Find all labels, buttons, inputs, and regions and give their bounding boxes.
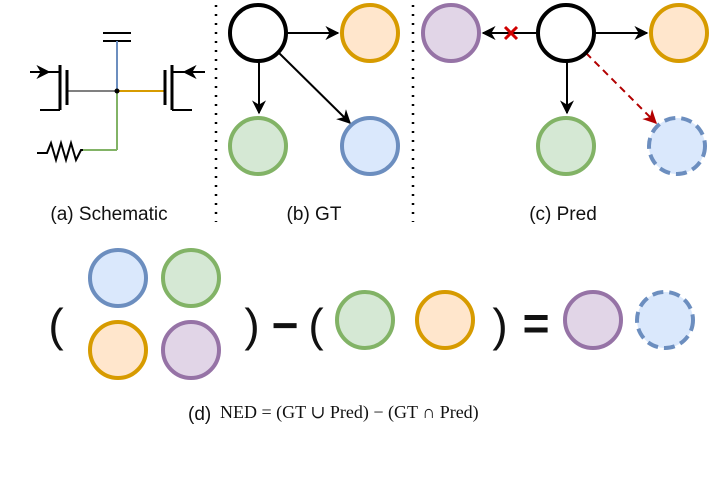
- pred-dashed-edge: [585, 52, 657, 124]
- pred-node-orange: [649, 3, 709, 63]
- pred-node-green: [536, 116, 596, 176]
- union-node-orange: [88, 320, 148, 380]
- left-paren-1: (: [48, 299, 64, 351]
- schematic: [30, 32, 205, 164]
- gt-node-orange: [340, 3, 400, 63]
- union-node-green: [161, 248, 221, 308]
- ned-formula: NED = (GT ∪ Pred) − (GT ∩ Pred): [220, 402, 479, 423]
- gt-node-blue: [340, 116, 400, 176]
- equals-sign: =: [523, 297, 550, 349]
- intersection-node-orange: [415, 290, 475, 350]
- label-schematic: (a) Schematic: [50, 204, 167, 225]
- result-node-purple: [563, 290, 623, 350]
- set-equation: ( ) − ( ) =: [48, 248, 695, 380]
- gt-graph: [228, 3, 400, 176]
- label-gt: (b) GT: [287, 204, 342, 225]
- union-node-purple: [161, 320, 221, 380]
- label-d: (d): [188, 404, 211, 425]
- gt-node-green: [228, 116, 288, 176]
- right-paren-1: ): [244, 299, 259, 351]
- right-paren-2: ): [492, 299, 507, 351]
- minus-sign: −: [272, 299, 299, 351]
- label-pred: (c) Pred: [529, 204, 597, 225]
- transistor-right: [163, 65, 205, 111]
- gt-node-black: [228, 3, 288, 63]
- result-node-blue-dashed: [635, 290, 695, 350]
- pred-node-black: [536, 3, 596, 63]
- intersection-node-green: [335, 290, 395, 350]
- left-paren-2: (: [308, 299, 324, 351]
- cross-icon: [503, 25, 519, 41]
- union-node-blue: [88, 248, 148, 308]
- pred-node-blue-dashed: [647, 116, 707, 176]
- junction-dot: [114, 88, 120, 94]
- pred-node-purple: [421, 3, 481, 63]
- resistor: [37, 139, 83, 164]
- transistor-left: [30, 65, 69, 111]
- pred-graph: [421, 3, 709, 176]
